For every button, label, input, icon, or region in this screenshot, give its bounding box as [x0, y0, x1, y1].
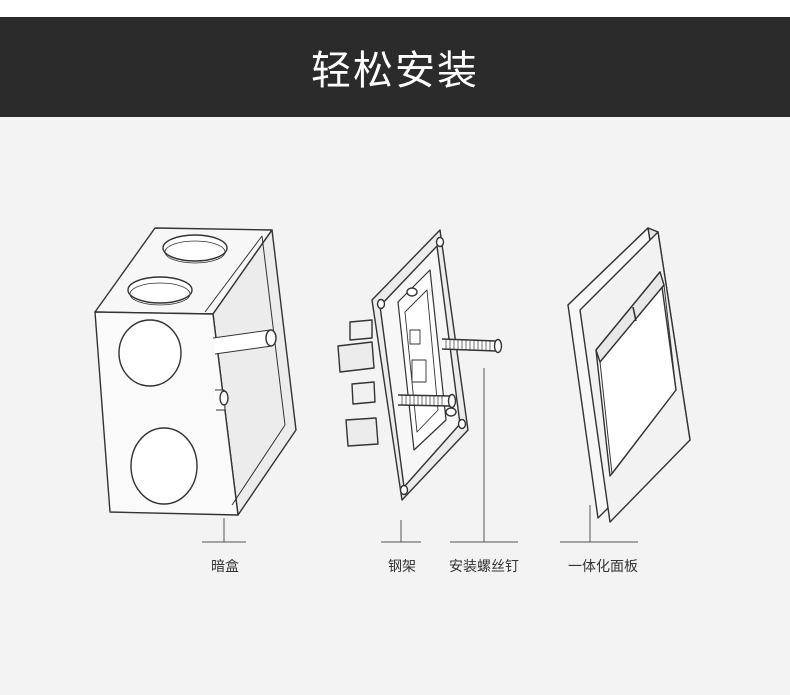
- page-title: 轻松安装: [311, 48, 479, 94]
- title-banner: 轻松安装: [0, 17, 790, 117]
- panel-label: 一体化面板: [568, 559, 638, 575]
- back-box-illustration: [94, 227, 297, 516]
- screw-label: 安装螺丝钉: [449, 559, 519, 575]
- screws-illustration: [397, 338, 503, 409]
- steel-frame-label: 钢架: [388, 559, 416, 575]
- back-box-label: 暗盒: [211, 559, 239, 575]
- leader-lines: [202, 368, 638, 543]
- steel-frame-illustration: [337, 229, 469, 501]
- panel-illustration: [567, 227, 691, 523]
